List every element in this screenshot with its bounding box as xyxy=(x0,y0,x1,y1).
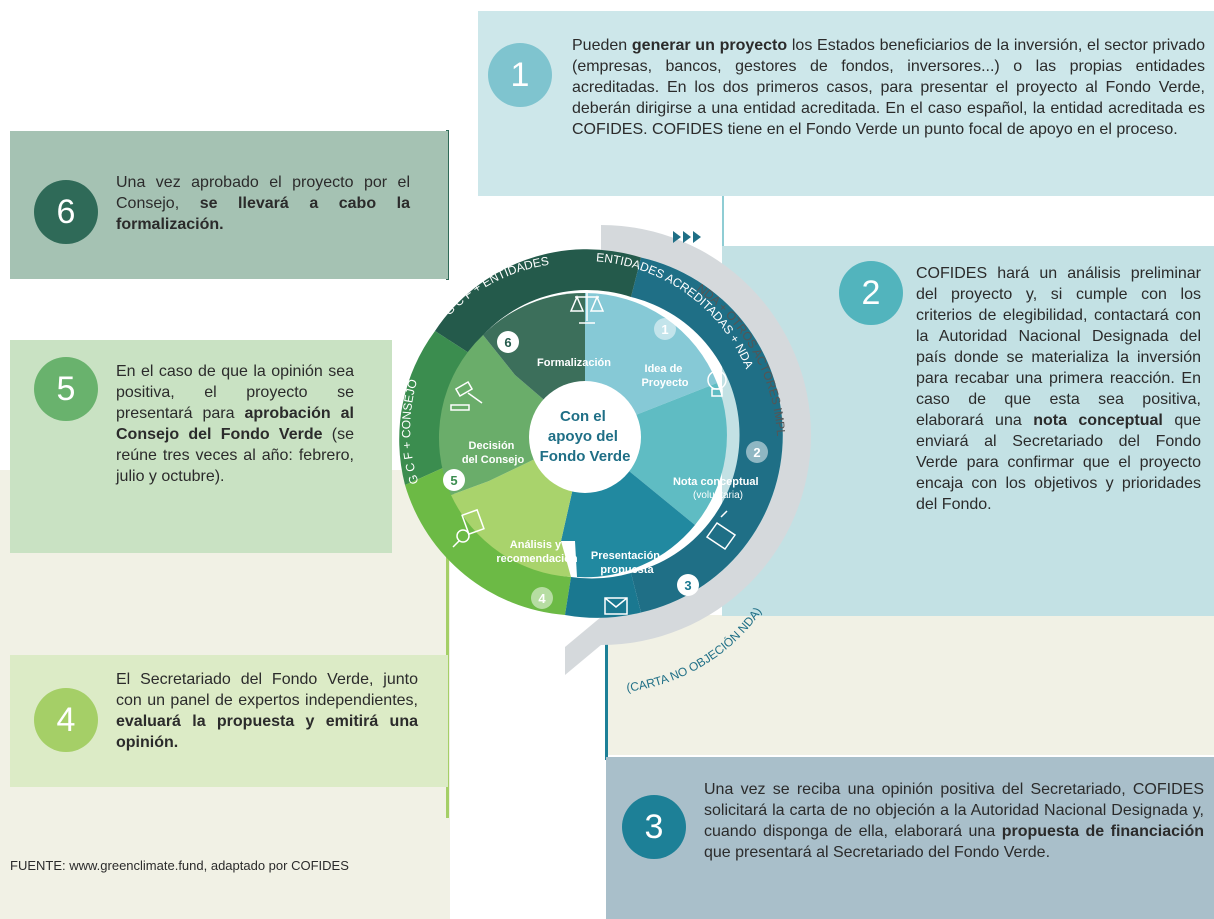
segment-3-num: 3 xyxy=(684,578,691,593)
segment-4-label-1: Análisis y xyxy=(510,539,562,551)
step-5-text: En el caso de que la opinión sea positiv… xyxy=(116,363,354,485)
segment-1-num: 1 xyxy=(661,322,668,337)
segment-2-label-2: (voluntaria) xyxy=(693,490,743,501)
segment-5-num-circle xyxy=(443,469,465,491)
envelope-icon xyxy=(604,597,628,615)
gavel-icon xyxy=(450,381,483,411)
ring-gcf-consejo xyxy=(399,331,469,485)
segment-5-label-1: Decisión xyxy=(469,440,515,452)
step-4-badge: 4 xyxy=(34,688,98,752)
step-3-panel xyxy=(606,757,1214,919)
svg-text:Análisis y recomendación: Análisis y recomendación xyxy=(496,539,578,565)
step-1-text: Pueden generar un proyecto los Estados b… xyxy=(572,37,1206,138)
segment-3-label-1: Presentación xyxy=(591,550,660,562)
segment-1-label-2: Proyecto xyxy=(641,377,688,389)
segment-2 xyxy=(585,383,727,525)
step-3-badge: 3 xyxy=(622,795,686,859)
magnifier-icon xyxy=(452,508,485,548)
scales-icon xyxy=(569,291,605,324)
center-line-3: Fondo Verde xyxy=(540,448,631,465)
lightbulb-icon xyxy=(707,370,727,397)
step-2-badge: 2 xyxy=(839,261,903,325)
outer-gray-tail xyxy=(565,617,601,675)
ring-label-gcf-panel: G C F + PANEL xyxy=(459,599,536,654)
segment-3-num-circle xyxy=(677,574,699,596)
segment-5-label-2: del Consejo xyxy=(462,454,525,466)
segment-4-num: 4 xyxy=(538,591,546,606)
ring-bottom xyxy=(565,573,641,618)
cream-background-right xyxy=(606,615,1214,755)
outer-gray-ring xyxy=(601,225,811,645)
svg-text:Nota conceptual (voluntari: Nota conceptual (voluntaria) xyxy=(673,472,763,501)
segment-4-label-2: recomendación xyxy=(496,553,578,565)
segment-6-num: 6 xyxy=(504,335,511,350)
process-wheel: Con el apoyo del Fondo Verde ENTIDADES A… xyxy=(365,205,811,695)
svg-text:Presentación propuesta: Presentación propuesta xyxy=(591,550,663,576)
svg-text:Con el apoyo del Fondo: Con el apoyo del Fondo Verde xyxy=(540,408,631,465)
step-4-text: El Secretariado del Fondo Verde, junto c… xyxy=(116,671,418,751)
stamp-icon xyxy=(705,510,737,551)
step-5-badge: 5 xyxy=(34,357,98,421)
segment-3-label-2: propuesta xyxy=(600,564,654,576)
step-1-panel xyxy=(478,11,1214,196)
svg-text:G C F + PANEL: G C F + PANEL xyxy=(459,599,536,654)
step-2-text: COFIDES hará un análisis preliminar del … xyxy=(916,265,1202,513)
center-line-1: Con el xyxy=(560,408,606,425)
connector-line xyxy=(722,196,724,246)
step-3-text: Una vez se reciba una opinión positiva d… xyxy=(704,781,1204,861)
svg-text:Decisión del Consejo: Decisión del Consejo xyxy=(462,440,525,466)
segment-2-label-1: Nota conceptual xyxy=(673,476,759,488)
arrow-chevrons-icon xyxy=(673,231,701,243)
ring-entidades-acreditadas xyxy=(631,257,783,613)
segment-5-num: 5 xyxy=(450,473,457,488)
segment-1-label-1: Idea de xyxy=(645,363,683,375)
step-6-text: Una vez aprobado el proyecto por el Cons… xyxy=(116,174,411,233)
svg-text:Idea de Proyecto: Idea de Proyecto xyxy=(641,363,688,389)
center-line-2: apoyo del xyxy=(548,428,618,445)
connector-line xyxy=(446,338,449,818)
center-circle xyxy=(529,381,641,493)
step-1-badge: 1 xyxy=(488,43,552,107)
segment-4-num-circle xyxy=(531,587,553,609)
segment-2-num: 2 xyxy=(753,445,760,460)
connector-line xyxy=(605,610,608,760)
segment-1-num-circle xyxy=(654,318,676,340)
segment-2-num-circle xyxy=(746,441,768,463)
segment-6-label-1: Formalización xyxy=(537,357,611,369)
segment-5 xyxy=(438,335,585,495)
step-6-badge: 6 xyxy=(34,180,98,244)
ring-gcf-entidades xyxy=(435,249,641,353)
segment-6-num-circle xyxy=(497,331,519,353)
source-note: FUENTE: www.greenclimate.fund, adaptado … xyxy=(10,858,349,873)
